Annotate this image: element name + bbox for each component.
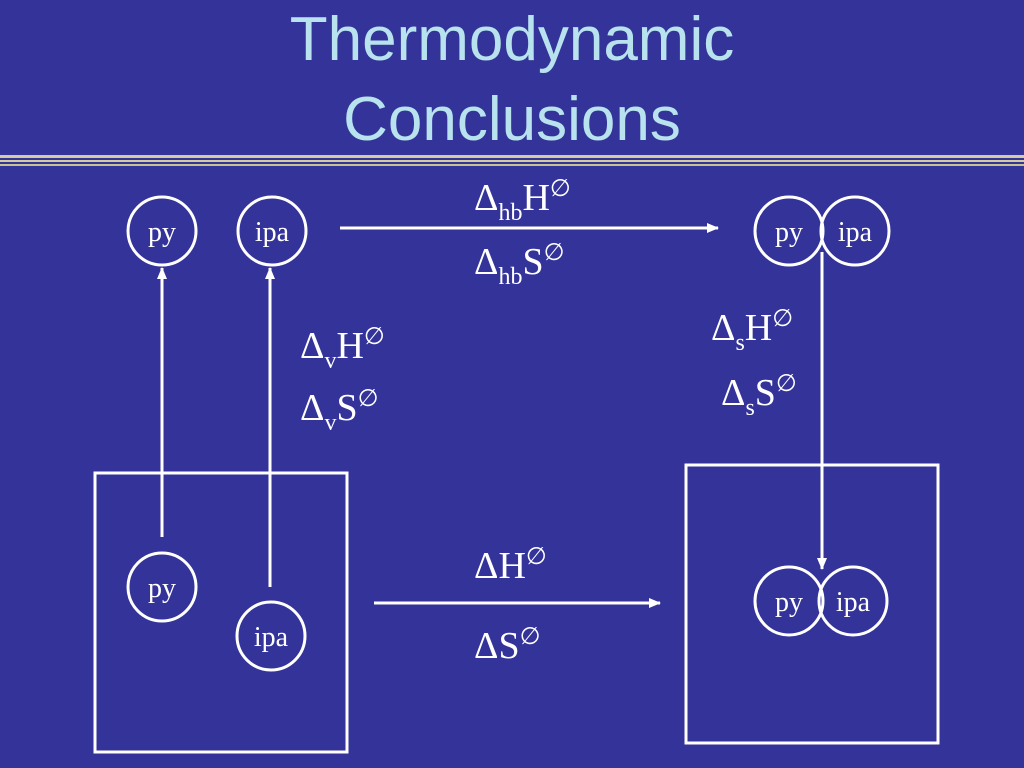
s-subscript: s <box>735 330 744 356</box>
gas-complex-py-molecule: py <box>753 195 825 267</box>
svg-text:ΔS∅: ΔS∅ <box>474 624 540 667</box>
delta-symbol: Δ <box>474 177 498 219</box>
svg-text:ΔsS∅: ΔsS∅ <box>721 371 797 421</box>
title-divider <box>0 155 1024 166</box>
enthalpy-symbol: H <box>522 177 549 219</box>
v-subscript: v <box>324 410 336 436</box>
standard-state-symbol: ∅ <box>544 240 565 266</box>
solution-entropy-label: ΔS∅ <box>474 624 540 667</box>
svg-text:ΔsH∅: ΔsH∅ <box>711 306 793 356</box>
hb-subscript: hb <box>498 200 522 226</box>
solution-complex-ipa-molecule: ipa <box>817 565 889 637</box>
svg-text:ΔhbS∅: ΔhbS∅ <box>474 240 564 290</box>
hb-subscript: hb <box>498 264 522 290</box>
svg-text:ΔH∅: ΔH∅ <box>474 544 547 587</box>
standard-state-symbol: ∅ <box>364 324 385 350</box>
hb-entropy-label: ΔhbS∅ <box>474 240 564 290</box>
delta-symbol: Δ <box>474 545 498 587</box>
solution-complex-py-label: py <box>775 587 803 618</box>
delta-symbol: Δ <box>300 387 324 429</box>
solution-complex-ipa-label: ipa <box>836 587 871 618</box>
gas-complex-py-label: py <box>775 217 803 248</box>
enthalpy-symbol: H <box>336 325 363 367</box>
delta-symbol: Δ <box>474 625 498 667</box>
standard-state-symbol: ∅ <box>358 386 379 412</box>
delta-symbol: Δ <box>721 372 745 414</box>
standard-state-symbol: ∅ <box>772 306 793 332</box>
enthalpy-symbol: H <box>498 545 525 587</box>
gas-py-molecule: py <box>126 195 198 267</box>
svg-text:ΔvS∅: ΔvS∅ <box>300 386 378 436</box>
gas-ipa-label: ipa <box>255 217 290 248</box>
delta-symbol: Δ <box>300 325 324 367</box>
entropy-symbol: S <box>522 241 543 283</box>
solution-ipa-molecule: ipa <box>235 600 307 672</box>
slide-title: Thermodynamic Conclusions <box>0 0 1024 160</box>
gas-complex-ipa-molecule: ipa <box>819 195 891 267</box>
gas-complex-ipa-label: ipa <box>838 217 873 248</box>
solution-ipa-label: ipa <box>254 622 289 653</box>
entropy-symbol: S <box>498 625 519 667</box>
svg-text:ΔvH∅: ΔvH∅ <box>300 324 385 374</box>
right-solution-box <box>684 463 940 745</box>
v-subscript: v <box>324 348 336 374</box>
solvation-enthalpy-label: ΔsH∅ <box>711 306 793 356</box>
standard-state-symbol: ∅ <box>526 544 547 570</box>
standard-state-symbol: ∅ <box>520 624 541 650</box>
solvation-entropy-label: ΔsS∅ <box>721 371 797 421</box>
solution-py-molecule: py <box>126 551 198 623</box>
entropy-symbol: S <box>336 387 357 429</box>
delta-symbol: Δ <box>711 307 735 349</box>
vaporization-entropy-label: ΔvS∅ <box>300 386 378 436</box>
delta-symbol: Δ <box>474 241 498 283</box>
gas-py-label: py <box>148 217 176 248</box>
standard-state-symbol: ∅ <box>776 371 797 397</box>
solution-enthalpy-label: ΔH∅ <box>474 544 547 587</box>
vaporization-enthalpy-label: ΔvH∅ <box>300 324 385 374</box>
svg-text:ΔhbH∅: ΔhbH∅ <box>474 176 571 226</box>
left-solution-box <box>93 471 349 754</box>
solution-py-label: py <box>148 573 176 604</box>
title-line-1: Thermodynamic <box>289 5 735 74</box>
standard-state-symbol: ∅ <box>550 176 571 202</box>
enthalpy-symbol: H <box>745 307 772 349</box>
title-line-2: Conclusions <box>343 85 681 154</box>
entropy-symbol: S <box>755 372 776 414</box>
solution-complex-py-molecule: py <box>753 565 825 637</box>
s-subscript: s <box>745 395 754 421</box>
hb-enthalpy-label: ΔhbH∅ <box>474 176 571 226</box>
gas-ipa-molecule: ipa <box>236 195 308 267</box>
